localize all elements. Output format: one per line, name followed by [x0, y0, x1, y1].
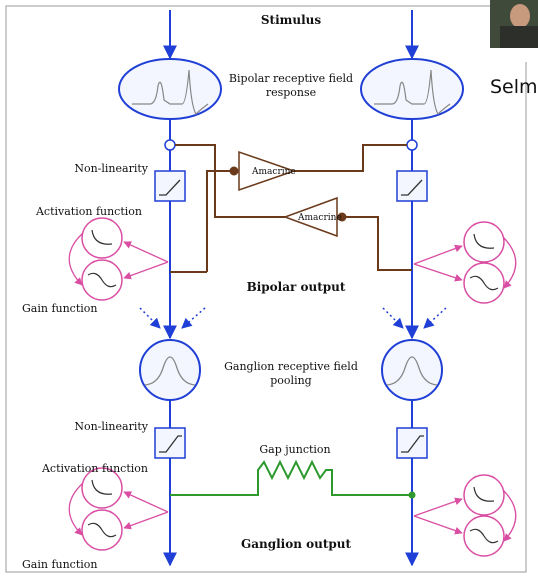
- left-bipolar-receptive-field: [118, 58, 222, 120]
- right-ganglion-nonlinearity-box: [396, 427, 428, 459]
- amacrine-lower-label: Amacrine: [297, 213, 342, 223]
- right-ganglion-receptive-field: [381, 339, 443, 401]
- right-bipolar-nonlinearity-box: [396, 170, 428, 202]
- ganglion-output-label: Ganglion output: [241, 537, 352, 551]
- pooling-arrows: [139, 307, 447, 329]
- stimulus-label: Stimulus: [261, 13, 321, 27]
- activation-function-label-top: Activation function: [35, 205, 142, 218]
- gap-junction-label: Gap junction: [259, 443, 330, 456]
- gap-junction-node: [408, 491, 416, 499]
- left-ganglion-nonlinearity-box: [154, 427, 186, 459]
- bipolar-output-label: Bipolar output: [247, 280, 346, 294]
- amacrine-lower: Amacrine: [282, 196, 342, 238]
- figure-border: [5, 5, 527, 573]
- bipolar-rf-label-line2: response: [266, 86, 316, 99]
- left-bipolar-nonlinearity-box: [154, 170, 186, 202]
- ganglion-rf-label-line1: Ganglion receptive field: [224, 360, 358, 373]
- right-bipolar-receptive-field: [360, 58, 464, 120]
- right-bipolar-feedback-loop: [413, 221, 517, 304]
- amacrine-synapse-right: [337, 212, 347, 222]
- gain-function-label-bottom: Gain function: [22, 558, 98, 571]
- left-ganglion-receptive-field: [139, 339, 201, 401]
- bipolar-rf-label-line1: Bipolar receptive field: [229, 72, 353, 85]
- nonlinearity-label-top: Non-linearity: [74, 162, 148, 175]
- activation-function-label-bottom: Activation function: [41, 462, 148, 475]
- presenter-photo: [490, 0, 538, 62]
- amacrine-synapse-left: [229, 166, 239, 176]
- amacrine-upper: Amacrine: [238, 150, 297, 192]
- amacrine-wiring: [170, 144, 412, 273]
- gain-function-label-top: Gain function: [22, 302, 98, 315]
- right-bipolar-terminal: [406, 139, 418, 151]
- ganglion-rf-label-line2: pooling: [270, 374, 311, 387]
- presenter-caption: Selm: [490, 76, 538, 98]
- right-ganglion-feedback-loop: [413, 474, 517, 557]
- gap-junction: [170, 459, 412, 496]
- nonlinearity-label-bottom: Non-linearity: [74, 420, 148, 433]
- left-bipolar-terminal: [164, 139, 176, 151]
- amacrine-upper-label: Amacrine: [251, 167, 296, 177]
- left-ganglion-feedback-loop: [68, 467, 169, 551]
- left-bipolar-feedback-loop: [68, 217, 169, 301]
